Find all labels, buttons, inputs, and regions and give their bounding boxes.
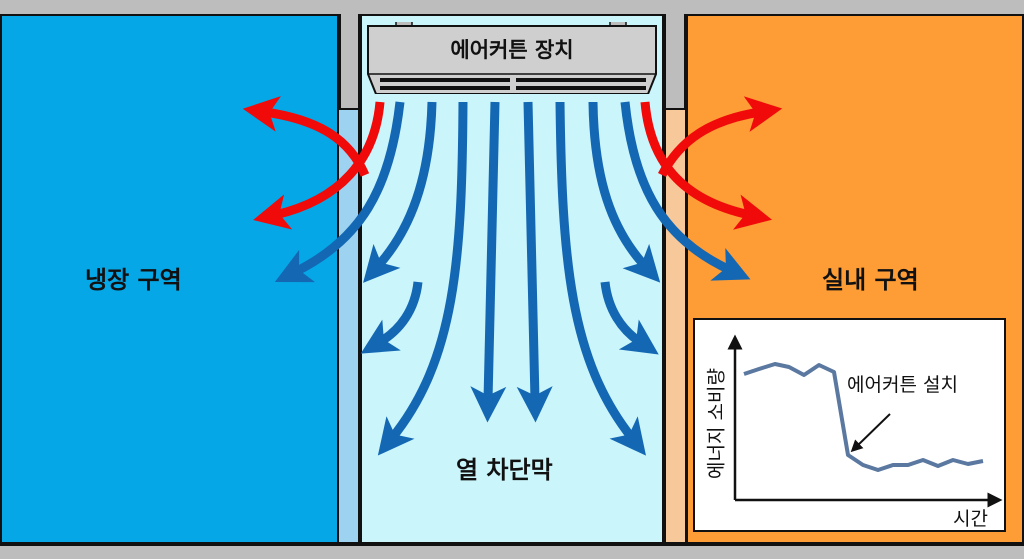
curtain-label: 열 차단막	[456, 456, 553, 484]
right-door-frame	[664, 108, 687, 544]
energy-line-chart	[727, 334, 1003, 508]
warm-air-arrow	[657, 96, 783, 178]
cold-air-arrow	[470, 101, 507, 423]
air-curtain-device: 에어커튼 장치	[366, 22, 658, 94]
cold-air-arrow	[588, 101, 661, 283]
right-wall-pillar	[664, 14, 686, 108]
cold-air-arrow	[360, 281, 423, 354]
floor	[0, 544, 1024, 559]
cold-air-arrow	[600, 281, 659, 355]
air-curtain-zone	[360, 14, 664, 544]
warm-air-arrow	[242, 96, 370, 177]
cold-zone-label: 냉장 구역	[85, 266, 182, 294]
indoor-zone-label: 실내 구역	[822, 266, 919, 294]
left-door-frame	[337, 108, 360, 544]
chart-x-label: 시간	[953, 508, 988, 530]
left-wall-pillar	[339, 14, 360, 108]
device-body-shape	[367, 22, 657, 94]
cold-air-arrow	[363, 101, 437, 283]
warm-air-arrow	[253, 101, 385, 230]
cold-air-arrow	[274, 101, 405, 283]
energy-chart: 에어커튼 설치 시간 에너지 소비량	[693, 318, 1006, 532]
chart-y-label: 에너지 소비량	[705, 368, 728, 479]
cold-air-arrow	[516, 101, 553, 423]
cold-air-arrow	[377, 101, 468, 456]
cold-air-arrow	[555, 101, 646, 456]
chart-annotation: 에어커튼 설치	[847, 374, 958, 396]
energy-series	[743, 362, 984, 472]
device-label: 에어커튼 장치	[450, 38, 574, 62]
cold-air-arrow	[620, 101, 751, 281]
warm-air-arrow	[640, 101, 772, 230]
